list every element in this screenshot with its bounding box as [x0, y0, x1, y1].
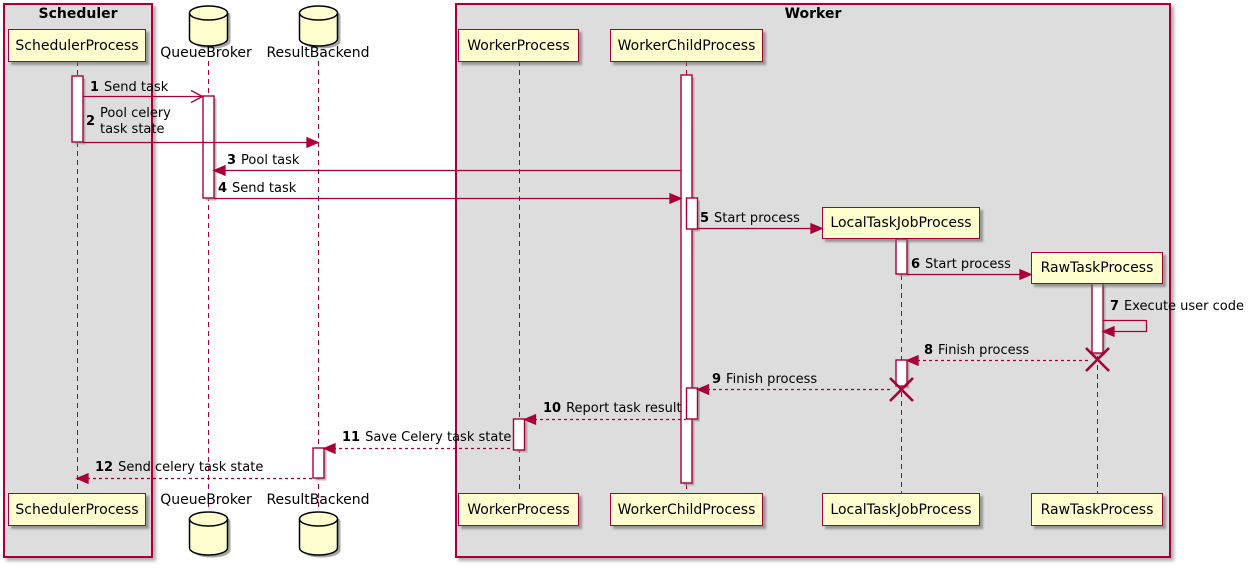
- message-5-label: 5 Start process: [700, 211, 800, 226]
- queue-broker-cylinder-top: [188, 13, 229, 47]
- activation-worker-child-main: [680, 74, 693, 484]
- message-6-label: 6 Start process: [911, 257, 1011, 272]
- activation-bars: [71, 74, 1104, 484]
- message-2-label: 2 Pool celery task state: [86, 106, 171, 137]
- message-2-arrowhead: [306, 136, 320, 149]
- message-arrows: [75, 89, 1148, 485]
- scheduler-frame-title: Scheduler: [38, 6, 118, 22]
- message-3-label: 3 Pool task: [227, 153, 300, 168]
- database-cylinders: [188, 5, 341, 558]
- message-10-label: 10 Report task result: [543, 401, 682, 416]
- activation-scheduler-process: [71, 75, 84, 143]
- activation-raw-task: [1091, 282, 1104, 354]
- message-12-label: 12 Send celery task state: [95, 460, 264, 475]
- message-3-arrowhead: [212, 164, 226, 177]
- activation-worker-child-nested-2: [685, 387, 699, 420]
- destroy-x-local-task-job: [889, 377, 914, 402]
- message-7-label: 7 Execute user code: [1110, 299, 1245, 314]
- participant-raw-task-process-created: RawTaskProcess: [1031, 252, 1163, 284]
- participant-worker-child-process-bottom: WorkerChildProcess: [610, 493, 763, 526]
- destroy-marks: [889, 347, 1110, 402]
- message-6-arrowhead: [1019, 268, 1033, 281]
- queue-broker-label-top: QueueBroker: [160, 45, 252, 61]
- lifelines: [77, 61, 1098, 511]
- message-11-arrowhead: [322, 442, 336, 455]
- participant-scheduler-process-bottom: SchedulerProcess: [8, 493, 146, 526]
- message-4-arrowhead: [669, 192, 683, 205]
- activation-local-task-job-2: [895, 359, 908, 387]
- message-10-arrowhead: [522, 413, 537, 426]
- activation-local-task-job-1: [895, 238, 908, 275]
- message-8-arrowhead: [905, 354, 919, 367]
- message-7-line: [1103, 319, 1148, 333]
- message-1-label: 1 Send task: [90, 80, 169, 95]
- activation-shadows: [74, 77, 1106, 486]
- message-7-arrowhead: [1101, 325, 1115, 338]
- queue-broker-label-bottom: QueueBroker: [160, 492, 252, 508]
- result-backend-cylinder-bottom: [298, 519, 339, 556]
- participant-worker-child-process-top: WorkerChildProcess: [610, 29, 763, 62]
- participant-worker-process-bottom: WorkerProcess: [458, 493, 579, 526]
- message-9-arrowhead: [695, 383, 710, 396]
- activation-worker-process: [512, 418, 526, 451]
- participant-scheduler-process-top: SchedulerProcess: [8, 29, 146, 62]
- participant-local-task-job-process-created: LocalTaskJobProcess: [822, 207, 980, 239]
- message-4-label: 4 Send task: [218, 181, 297, 196]
- worker-frame-title: Worker: [784, 6, 842, 22]
- message-12-arrowhead: [75, 472, 89, 485]
- activation-queue-broker: [202, 95, 215, 199]
- message-1-arrowhead: [190, 89, 204, 104]
- participant-local-task-job-process-bottom: LocalTaskJobProcess: [822, 493, 980, 526]
- message-9-label: 9 Finish process: [712, 372, 818, 387]
- participant-worker-process-top: WorkerProcess: [458, 29, 579, 62]
- result-backend-cylinder-top: [298, 13, 339, 47]
- destroy-x-raw-task: [1085, 347, 1110, 372]
- activation-worker-child-nested-1: [685, 197, 699, 230]
- queue-broker-cylinder-bottom: [188, 519, 229, 556]
- result-backend-label-bottom: ResultBackend: [266, 492, 370, 508]
- participant-raw-task-process-bottom: RawTaskProcess: [1031, 493, 1163, 526]
- message-11-label: 11 Save Celery task state: [342, 430, 512, 445]
- message-5-arrowhead: [810, 222, 824, 235]
- activation-result-backend: [312, 447, 325, 479]
- result-backend-label-top: ResultBackend: [266, 45, 370, 61]
- message-8-label: 8 Finish process: [924, 343, 1030, 358]
